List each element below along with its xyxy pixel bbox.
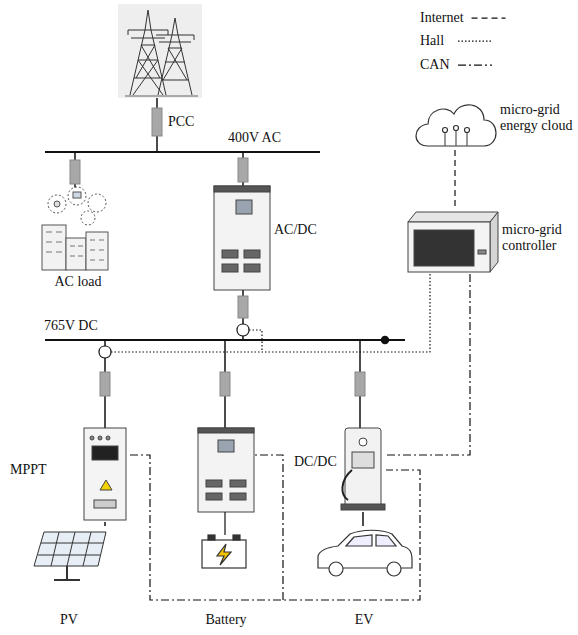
hall-sensors [99, 324, 249, 358]
connector [454, 150, 455, 208]
node-label: EV [312, 612, 416, 628]
acdc-cabinet [214, 186, 270, 290]
controller-device [408, 212, 498, 272]
bus-voltage-label: 400V AC [228, 130, 281, 146]
connector [104, 522, 106, 526]
node-label: micro-grid energy cloud [500, 102, 576, 134]
storage-block: Battery [182, 530, 272, 630]
cloud-block: micro-grid energy cloud [412, 98, 578, 150]
connector [130, 455, 420, 600]
node-label: micro-grid controller [502, 222, 576, 254]
bus-wiring [45, 98, 405, 428]
node-label: Battery [182, 612, 270, 628]
bus-point-label: PCC [168, 114, 194, 130]
battery-cabinet [198, 428, 254, 512]
connector [386, 274, 470, 455]
vehicle-block: EV [312, 526, 418, 630]
battery-icon [202, 512, 246, 568]
legend-label: CAN [420, 57, 450, 73]
legend-sample [458, 40, 492, 41]
legend-sample [472, 17, 506, 18]
bus-voltage-label: 765V DC [44, 318, 98, 334]
converter-block: DC/DC [292, 426, 386, 512]
mppt-block: MPPT [8, 426, 130, 522]
converter-block: AC/DC [212, 184, 332, 292]
ac-load-icon [42, 187, 108, 270]
node-label: AC/DC [274, 222, 330, 238]
connector [362, 512, 364, 526]
legend-label: Internet [420, 10, 464, 26]
ev-charger [341, 428, 385, 510]
legend-label: Hall [420, 33, 444, 49]
node-label: AC load [30, 274, 126, 290]
can-wire [254, 455, 283, 600]
grid-towers [118, 4, 202, 98]
node-label: MPPT [10, 462, 70, 478]
source-block: PV [22, 526, 118, 630]
legend-sample [458, 64, 492, 65]
mppt-cabinet [84, 428, 126, 520]
load-block: AC load [30, 186, 128, 296]
breaker-boxes [70, 108, 365, 396]
pv-panel [34, 532, 106, 580]
cloud-icon [416, 105, 496, 146]
node-label: PV [22, 612, 116, 628]
controller-block: micro-grid controller [404, 208, 578, 274]
node-label: DC/DC [294, 454, 344, 470]
ev-car [318, 530, 412, 576]
